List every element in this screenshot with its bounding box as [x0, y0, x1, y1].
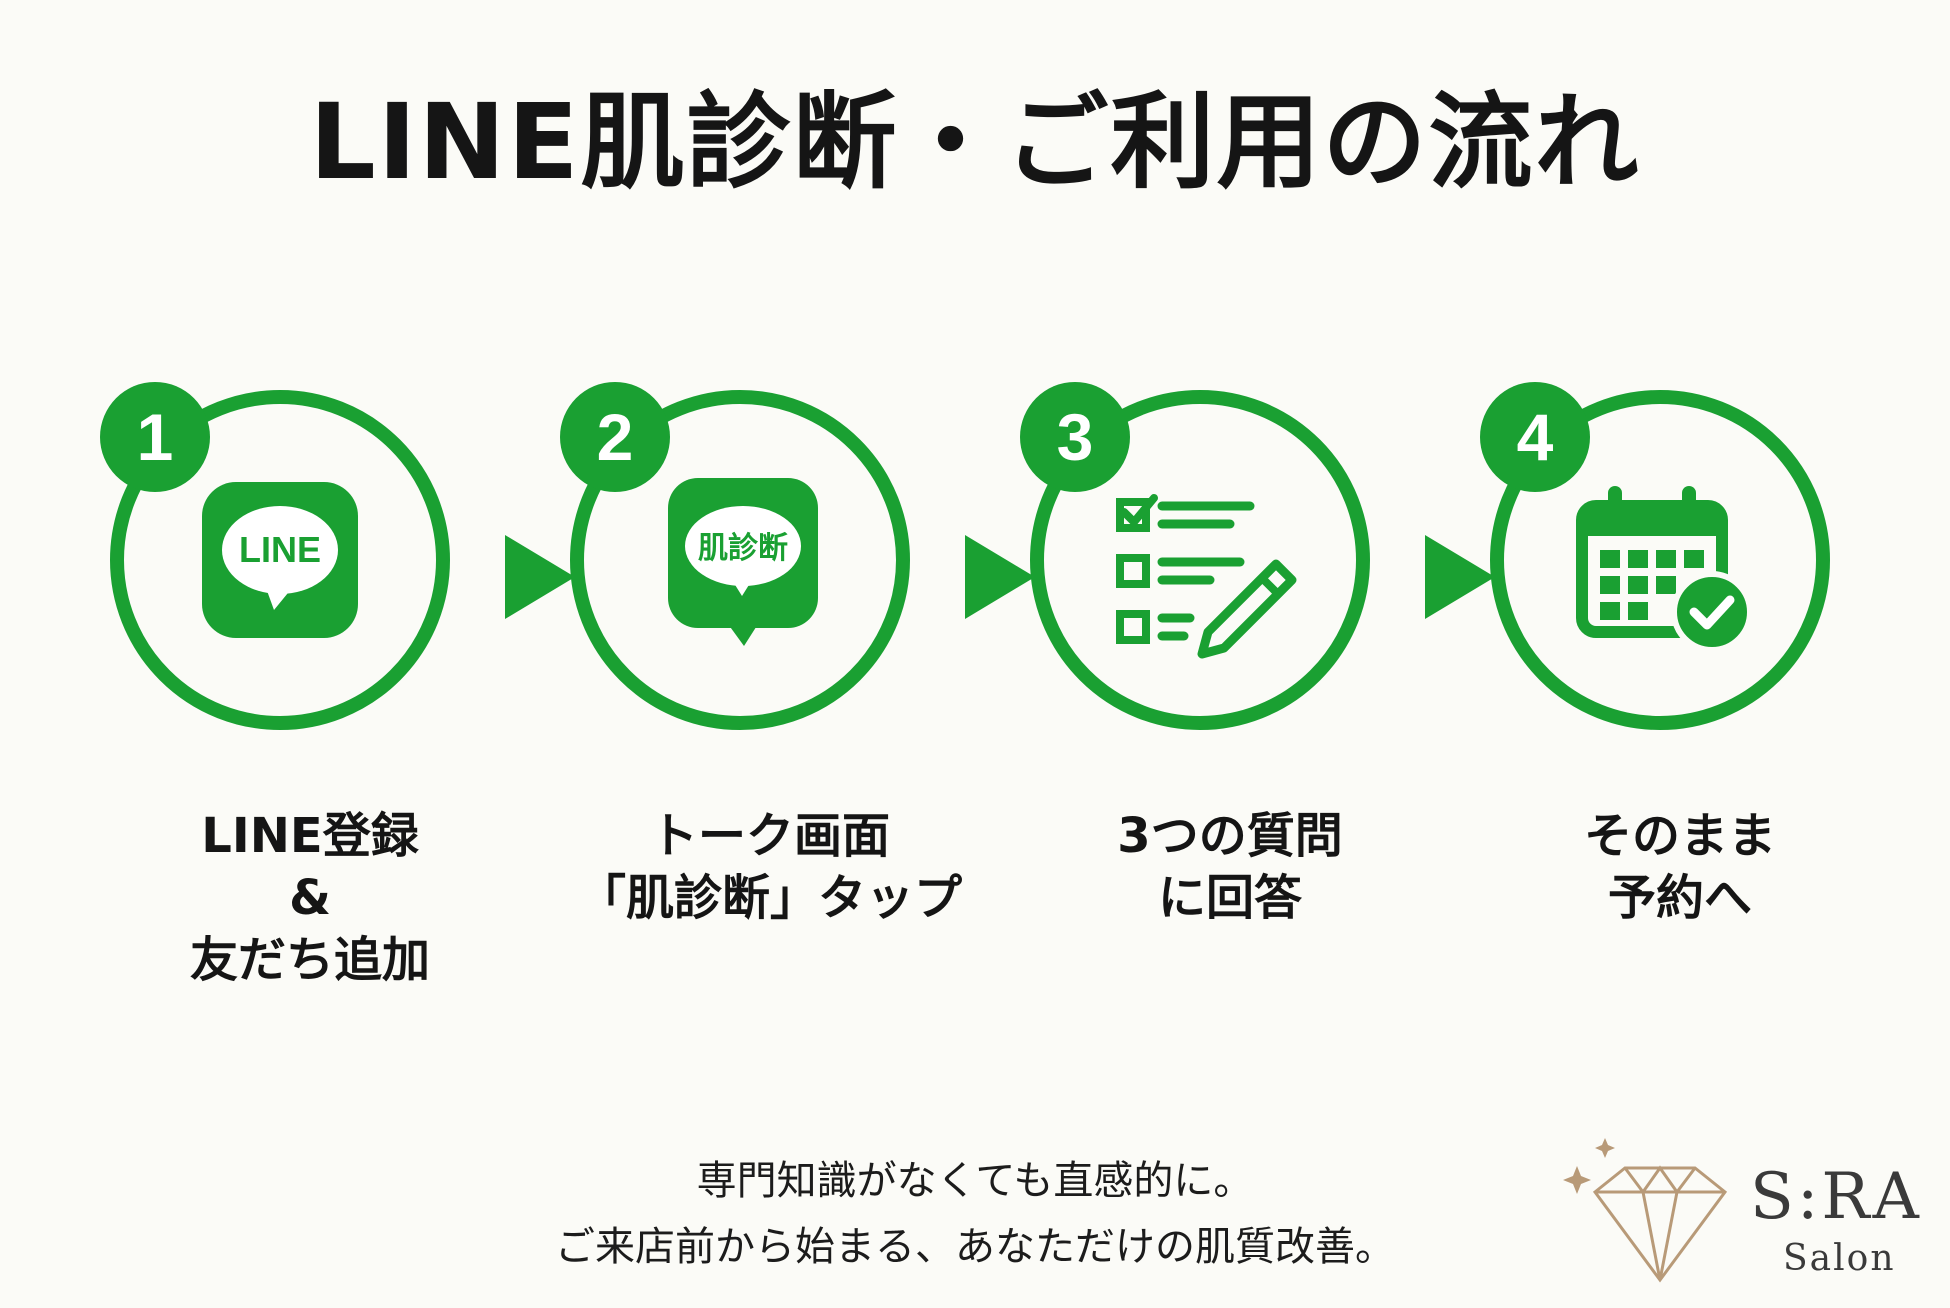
page-title: LINE肌診断・ご利用の流れ — [309, 81, 1641, 203]
brand-logo: S:RA Salon — [1555, 1130, 1945, 1300]
step-number-badge: 3 — [1020, 382, 1130, 492]
label-line: 友だち追加 — [189, 932, 430, 988]
step-number-badge: 1 — [100, 382, 210, 492]
step-1-label: LINE登録 & 友だち追加 — [100, 805, 520, 991]
label-line: そのまま — [1583, 808, 1776, 864]
step-2: 2 肌診断 — [560, 382, 950, 750]
chat-icon-text: 肌診断 — [698, 531, 788, 566]
diamond-sparkle-icon — [1563, 1138, 1728, 1283]
checklist-pencil-icon — [1116, 494, 1297, 659]
label-line: 3つの質問 — [1117, 808, 1343, 864]
label-line: トーク画面 — [649, 808, 890, 864]
step-4: 4 — [1480, 382, 1870, 750]
step-3: 3 — [1020, 382, 1410, 750]
step-number-badge: 4 — [1480, 382, 1590, 492]
footer-line-1: 専門知識がなくても直感的に。 — [696, 1158, 1254, 1204]
footer-text: 専門知識がなくても直感的に。 ご来店前から始まる、あなただけの肌質改善。 — [430, 1148, 1520, 1280]
arrow-right-icon — [965, 535, 1035, 619]
label-line: LINE登録 — [201, 808, 419, 864]
footer-line-2: ご来店前から始まる、あなただけの肌質改善。 — [555, 1224, 1395, 1270]
label-line: 「肌診断」タップ — [577, 870, 962, 926]
brand-name: S:RA — [1750, 1160, 1922, 1234]
arrow-right-icon — [505, 535, 575, 619]
calendar-check-icon — [1576, 486, 1753, 653]
chat-bubble-icon: 肌診断 — [668, 478, 818, 646]
line-icon-text: LINE — [239, 529, 321, 570]
step-number-badge: 2 — [560, 382, 670, 492]
step-2-label: トーク画面 「肌診断」タップ — [560, 805, 980, 929]
step-1: 1 LINE — [100, 382, 490, 750]
label-line: に回答 — [1157, 870, 1302, 926]
arrow-right-icon — [1425, 535, 1495, 619]
step-3-label: 3つの質問 に回答 — [1020, 805, 1440, 929]
brand-subtitle: Salon — [1783, 1238, 1896, 1279]
line-app-icon: LINE — [202, 482, 358, 638]
step-4-label: そのまま 予約へ — [1470, 805, 1890, 929]
label-line: & — [289, 870, 331, 926]
label-line: 予約へ — [1607, 870, 1752, 926]
